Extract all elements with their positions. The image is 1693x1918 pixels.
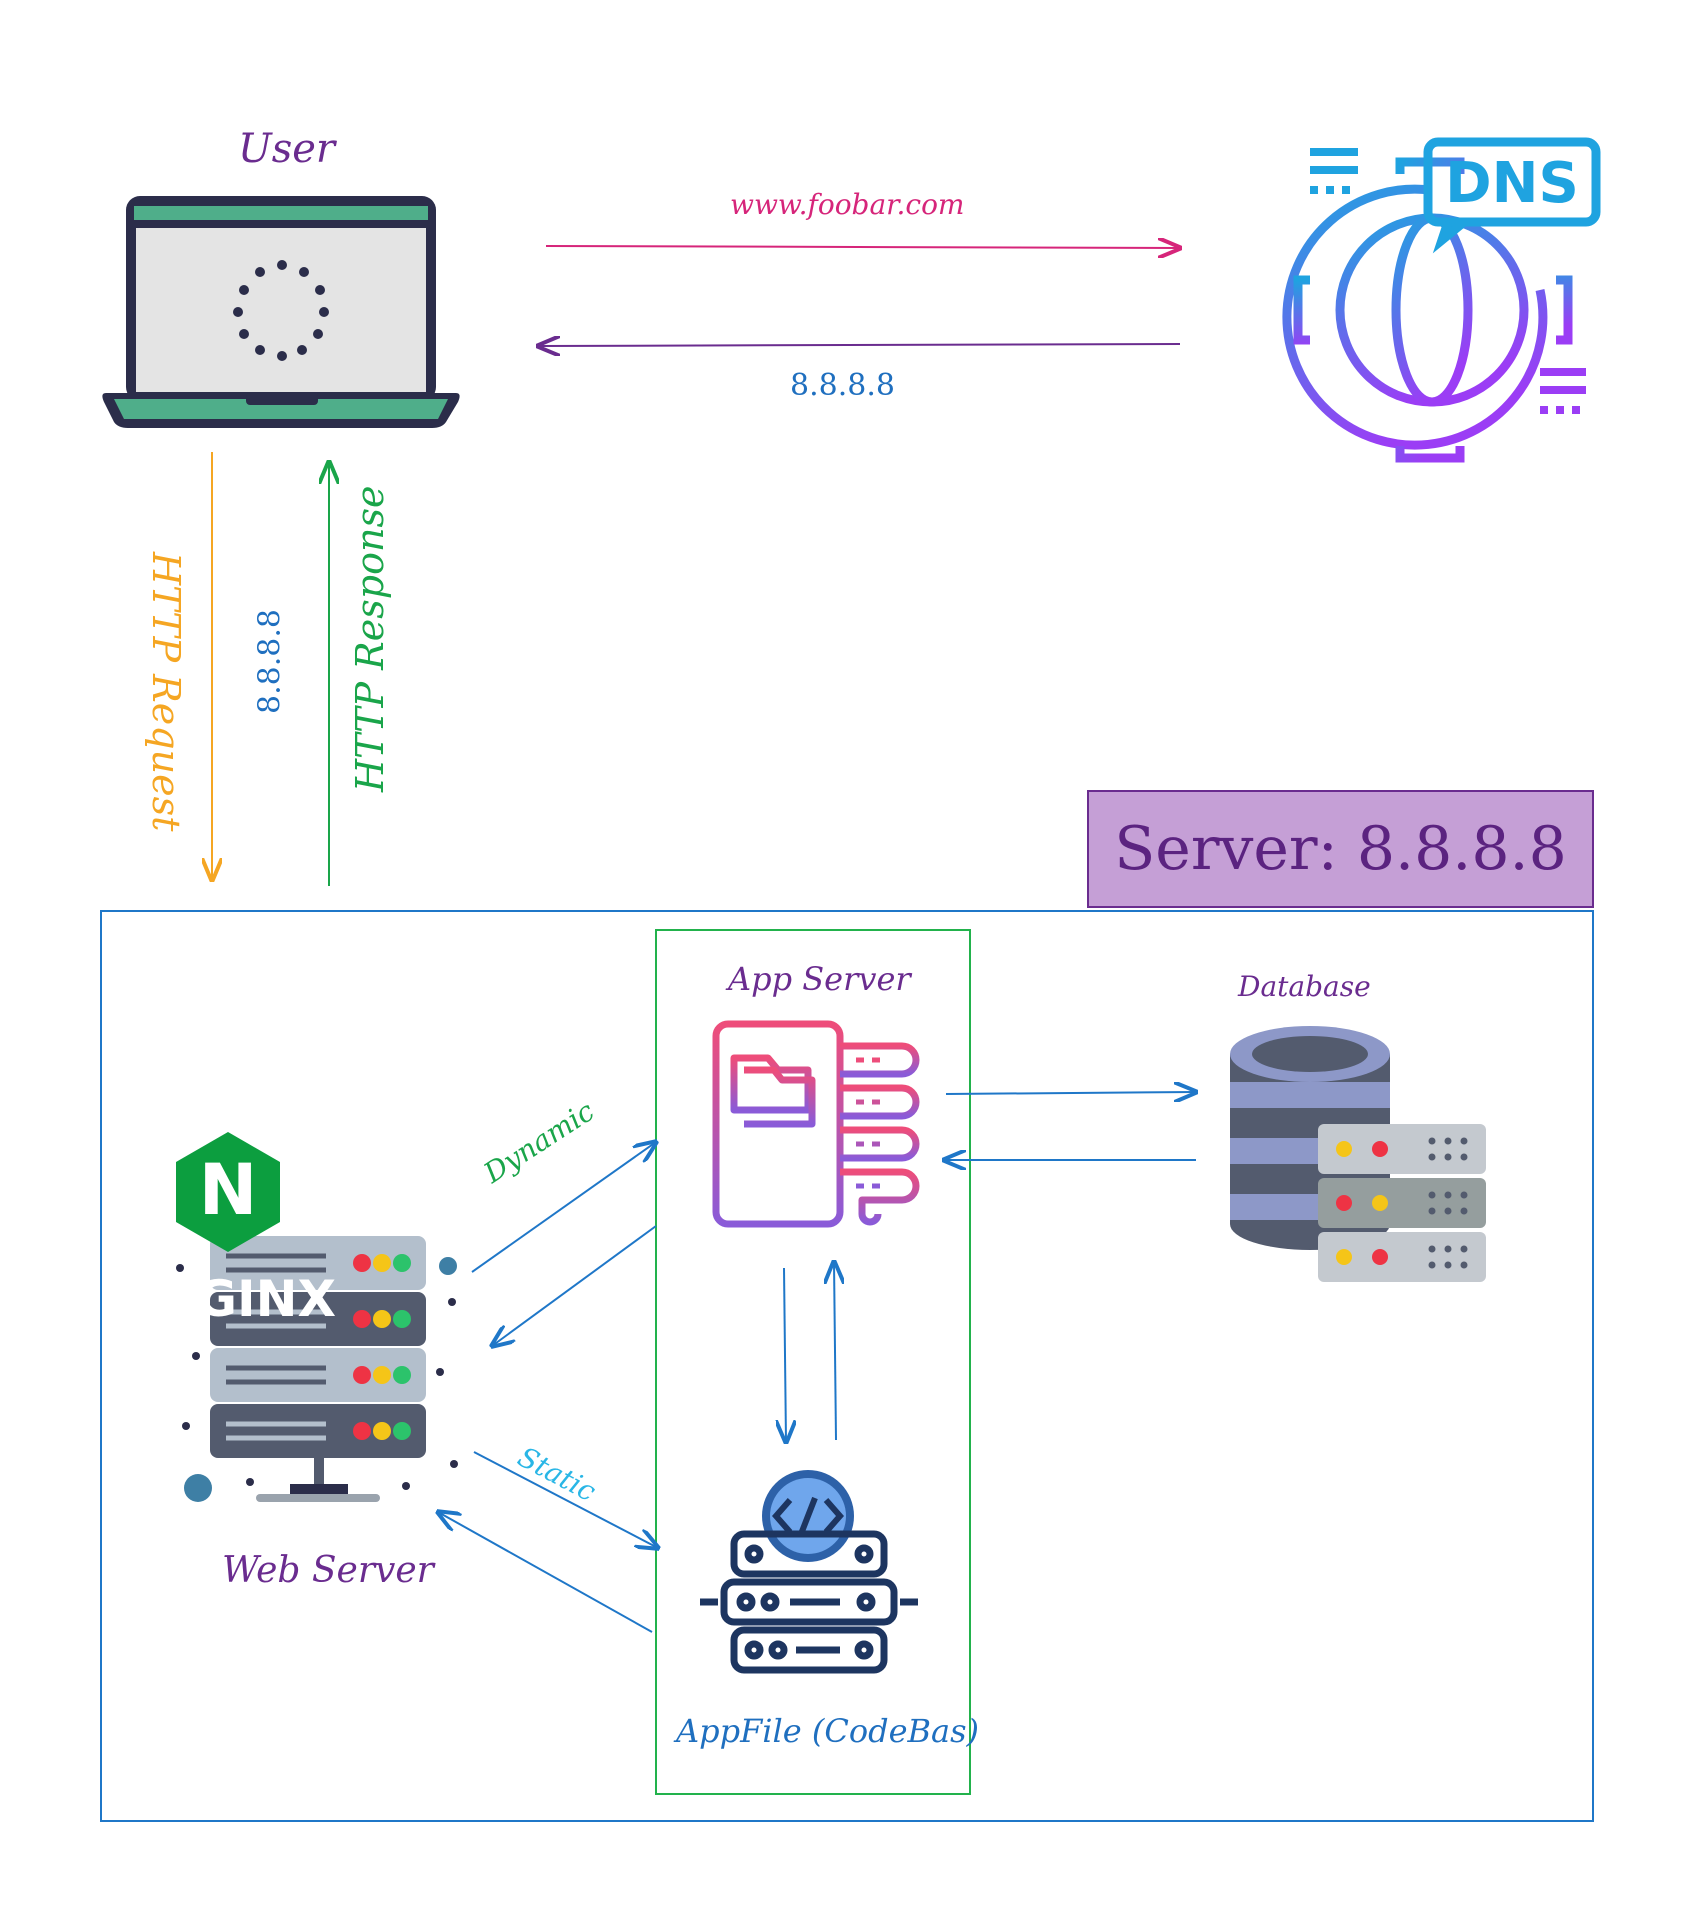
laptop-icon [102,196,460,428]
static-response-arrow [438,1512,653,1633]
database-icon [1230,1026,1486,1282]
codebase-server-icon [700,1470,918,1674]
nginx-logo-letter: N [199,1149,258,1231]
codebase-to-app-arrow [834,1262,836,1441]
database-label: Database [1238,970,1371,1003]
web-server-label: Web Server [222,1550,434,1591]
app-to-codebase-arrow [784,1267,786,1442]
dynamic-request-arrow [471,1142,656,1273]
dynamic-response-arrow [492,1225,657,1346]
loading-spinner-icon [233,260,329,361]
dns-reply-label: 8.8.8.8 [790,368,895,403]
app-server-icon [712,1020,920,1228]
web-server-icon [176,1236,458,1502]
user-label: User [238,126,336,172]
appfile-label: AppFile (CodeBas) [676,1712,980,1750]
app-tier-container [655,929,971,1795]
server-title: Server: 8.8.8.8 [1114,814,1567,884]
app-to-db-arrow [945,1092,1196,1094]
dns-query-label: www.foobar.com [730,188,965,221]
server-title-box: Server: 8.8.8.8 [1087,790,1594,908]
nginx-logo-icon [176,1132,280,1252]
dns-query-arrow [545,246,1180,248]
nginx-logo-text: GINX [196,1270,336,1328]
dns-badge-text: DNS [1445,151,1579,216]
static-request-arrow [473,1451,658,1548]
app-server-label: App Server [728,960,911,998]
dns-globe-icon [1282,137,1601,463]
dns-reply-arrow [538,344,1181,346]
server-container [100,910,1594,1822]
